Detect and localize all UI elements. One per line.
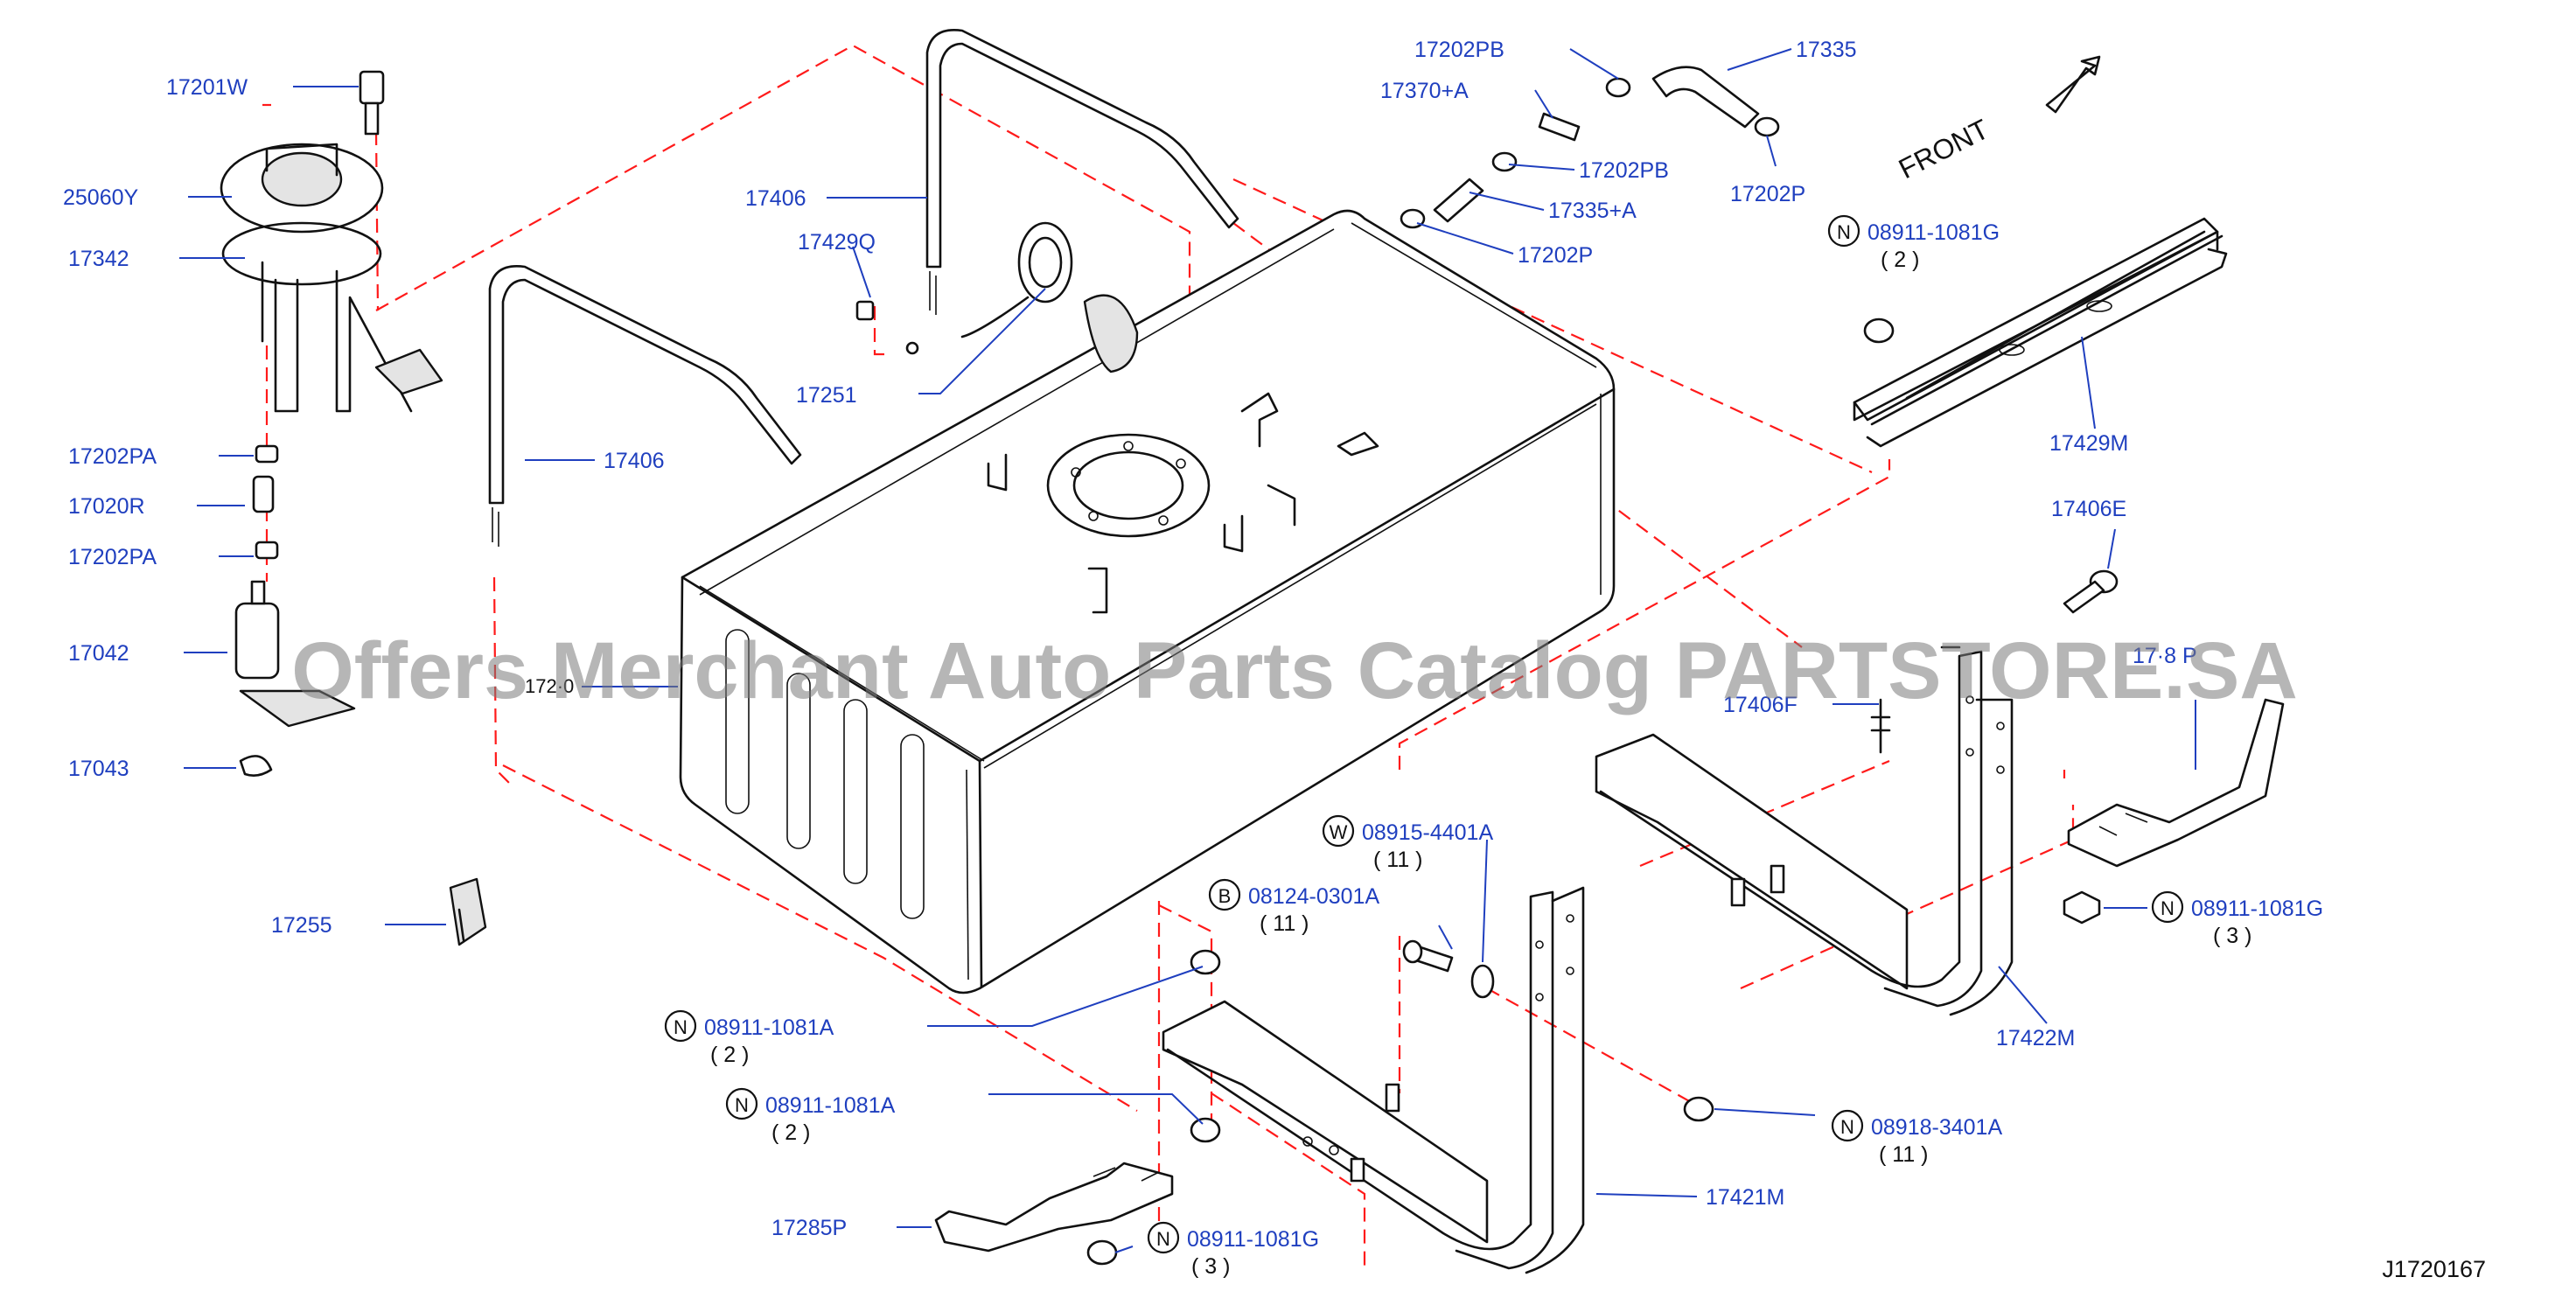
qty-08124-0301A: ( 11 ) bbox=[1260, 911, 1309, 936]
qty-08911-1081G-right: ( 3 ) bbox=[2213, 924, 2251, 948]
vent-hose-assembly bbox=[1400, 66, 1780, 229]
label-17042: 17042 bbox=[68, 641, 129, 666]
qty-08915-4401A: ( 11 ) bbox=[1373, 848, 1423, 872]
drawing-code: J1720167 bbox=[2382, 1256, 2486, 1282]
label-17202PA-upper: 17202PA bbox=[68, 444, 157, 469]
label-17251: 17251 bbox=[796, 383, 857, 408]
qty-08911-1081A-lower: ( 2 ) bbox=[771, 1120, 810, 1145]
n-marker-letter: N bbox=[674, 1016, 688, 1038]
tank-strap-rear bbox=[488, 264, 802, 547]
label-17429M: 17429M bbox=[2049, 431, 2128, 456]
pin-17406F bbox=[1870, 698, 1891, 754]
label-17255: 17255 bbox=[271, 913, 332, 938]
label-08915-4401A: 08915-4401A bbox=[1362, 820, 1493, 845]
w-marker-icon bbox=[1322, 814, 1355, 848]
qty-08911-1081G-top: ( 2 ) bbox=[1881, 248, 1919, 272]
hardware-labels: N 08911-1081G ( 2 ) N 08911-1081G ( 3 ) … bbox=[664, 214, 2323, 1279]
n-marker-letter: N bbox=[2161, 897, 2175, 919]
qty-08911-1081G-bottom: ( 3 ) bbox=[1191, 1254, 1230, 1279]
bracket-17288P bbox=[2063, 698, 2285, 925]
label-08911-1081G-bottom: 08911-1081G bbox=[1187, 1227, 1319, 1252]
b-marker-letter: B bbox=[1218, 885, 1232, 907]
qty-08911-1081A-upper: ( 2 ) bbox=[710, 1043, 749, 1067]
n-marker-icon bbox=[1147, 1221, 1180, 1254]
frame-bracket-17421M bbox=[1162, 886, 1585, 1274]
label-17422M: 17422M bbox=[1996, 1026, 2075, 1050]
bracket-17429M bbox=[1853, 217, 2228, 448]
n-marker-letter: N bbox=[735, 1094, 749, 1116]
fasteners-centre bbox=[1086, 318, 1895, 1266]
label-08911-1081A-upper: 08911-1081A bbox=[704, 1015, 834, 1040]
label-17288P: 17·8 P bbox=[2133, 644, 2197, 668]
b-marker-icon bbox=[1208, 878, 1241, 911]
label-17406E: 17406E bbox=[2051, 497, 2126, 521]
frame-bracket-17422M bbox=[1595, 646, 2014, 1016]
bracket-17285P bbox=[934, 1162, 1174, 1253]
label-17429Q: 17429Q bbox=[798, 230, 876, 255]
label-17335A: 17335+A bbox=[1548, 199, 1637, 223]
label-17202P-left: 17202P bbox=[1518, 243, 1593, 268]
label-17370A: 17370+A bbox=[1380, 79, 1469, 103]
tank-strap-front bbox=[925, 28, 1239, 315]
clip-17255 bbox=[449, 877, 487, 946]
label-17406-front-strap: 17406 bbox=[745, 186, 806, 211]
part-labels: 17201W 25060Y 17342 17202PA 17020R 17202… bbox=[63, 38, 2197, 1240]
n-marker-letter: N bbox=[1156, 1228, 1170, 1250]
n-marker-icon bbox=[1827, 214, 1860, 248]
label-08911-1081A-lower: 08911-1081A bbox=[765, 1093, 896, 1118]
watermark-text: Offers Merchant Auto Parts Catalog PARTS… bbox=[291, 626, 2298, 715]
label-25060Y: 25060Y bbox=[63, 185, 139, 210]
n-marker-letter: N bbox=[1837, 221, 1851, 243]
label-17421M: 17421M bbox=[1706, 1185, 1784, 1210]
label-17202PB-lower: 17202PB bbox=[1579, 158, 1669, 183]
front-label: FRONT bbox=[1894, 113, 1994, 185]
label-17335: 17335 bbox=[1796, 38, 1857, 62]
w-marker-letter: W bbox=[1330, 821, 1348, 843]
n-marker-icon bbox=[1831, 1109, 1864, 1142]
label-17202PA-lower: 17202PA bbox=[68, 545, 157, 569]
n-marker-letter: N bbox=[1840, 1116, 1854, 1138]
label-17020R: 17020R bbox=[68, 494, 145, 519]
label-17043: 17043 bbox=[68, 757, 129, 781]
front-direction-arrow: FRONT bbox=[1894, 55, 2101, 185]
fuel-level-sender-assembly bbox=[220, 70, 443, 777]
n-marker-icon bbox=[725, 1087, 758, 1120]
qty-08918-3401A: ( 11 ) bbox=[1879, 1142, 1929, 1167]
leader-lines bbox=[179, 48, 2196, 1253]
label-17285P: 17285P bbox=[771, 1216, 847, 1240]
label-08911-1081G-top: 08911-1081G bbox=[1867, 220, 2000, 245]
label-08911-1081G-right: 08911-1081G bbox=[2191, 897, 2323, 921]
label-17406-rear-strap: 17406 bbox=[604, 449, 665, 473]
label-08918-3401A: 08918-3401A bbox=[1871, 1115, 2002, 1140]
fuel-tank-body: 172·0 bbox=[525, 209, 1616, 994]
bolt-17406E bbox=[2063, 569, 2119, 614]
label-17202P-right: 17202P bbox=[1730, 182, 1805, 206]
n-marker-icon bbox=[664, 1009, 697, 1043]
label-17202PB-upper: 17202PB bbox=[1414, 38, 1504, 62]
n-marker-icon bbox=[2151, 890, 2184, 924]
filler-neck-assembly bbox=[855, 221, 1139, 373]
label-08124-0301A: 08124-0301A bbox=[1248, 884, 1379, 909]
label-17201W: 17201W bbox=[166, 75, 248, 100]
tank-part-number-label: 172·0 bbox=[525, 675, 574, 697]
label-17342: 17342 bbox=[68, 247, 129, 271]
label-17406F: 17406F bbox=[1723, 693, 1798, 717]
